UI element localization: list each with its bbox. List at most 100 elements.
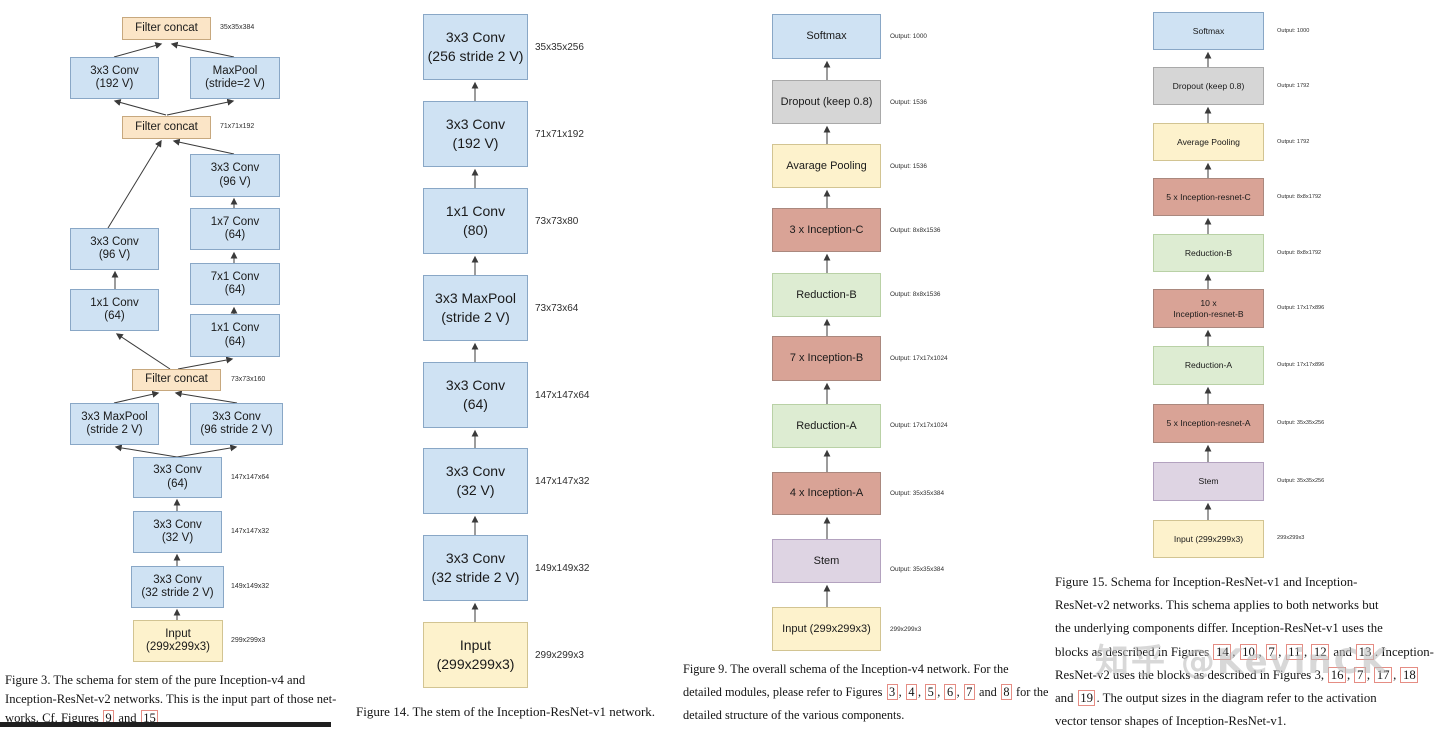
figure-ref-link[interactable]: 9 bbox=[102, 710, 115, 727]
figure-ref-link[interactable]: 4 bbox=[905, 684, 917, 700]
caption-line: blocks as described in Figures 14, 10, 7… bbox=[1055, 641, 1437, 664]
fig9-output-label: Output: 1536 bbox=[890, 99, 927, 106]
fig3-size-label: 147x147x32 bbox=[231, 528, 270, 535]
caption-text: for the bbox=[1012, 685, 1049, 699]
fig15-output-label: Output: 1792 bbox=[1277, 83, 1310, 89]
fig9-inception-c: 3 x Inception-C bbox=[772, 208, 881, 252]
fig9-dropout: Dropout (keep 0.8) bbox=[772, 80, 881, 124]
figure15-caption: Figure 15. Schema for Inception-ResNet-v… bbox=[1055, 571, 1437, 729]
figure-ref-link[interactable]: 5 bbox=[925, 684, 937, 700]
caption-line: vector tensor shapes of Inception-ResNet… bbox=[1055, 710, 1437, 729]
fig14-size-label: 35x35x256 bbox=[535, 42, 584, 53]
fig14-conv-32-stride2: 3x3 Conv (32 stride 2 V) bbox=[423, 535, 528, 601]
fig3-input: Input (299x299x3) bbox=[133, 620, 223, 662]
fig3-maxpool-stride2: MaxPool (stride=2 V) bbox=[190, 57, 280, 99]
figure-ref-link[interactable]: 16 bbox=[1328, 666, 1347, 683]
figure-ref-link[interactable]: 3 bbox=[886, 684, 898, 700]
caption-text: . The output sizes in the diagram refer … bbox=[1096, 691, 1377, 706]
caption-text: detailed structure of the various compon… bbox=[683, 708, 905, 722]
fig15-reduction-a: Reduction-A bbox=[1153, 346, 1264, 385]
figure-ref-link[interactable]: 7 bbox=[1354, 666, 1366, 683]
figure-ref-link[interactable]: 14 bbox=[1213, 643, 1232, 660]
caption-text: the underlying components differ. Incept… bbox=[1055, 621, 1383, 636]
fig15-input: Input (299x299x3) bbox=[1153, 520, 1264, 558]
figure-ref-link[interactable]: 19 bbox=[1077, 690, 1096, 707]
fig15-output-label: Output: 17x17x896 bbox=[1277, 362, 1325, 368]
caption-text: Figure 15. Schema for Inception-ResNet-v… bbox=[1055, 575, 1358, 589]
fig15-reduction-b: Reduction-B bbox=[1153, 234, 1264, 272]
fig3-conv-7x1: 7x1 Conv (64) bbox=[190, 263, 280, 305]
caption-text: Inception-ResNet-v2 networks. This is th… bbox=[5, 692, 337, 707]
fig9-output-label: Output: 8x8x1536 bbox=[890, 291, 941, 298]
caption-line: ResNet-v2 networks. This schema applies … bbox=[1055, 594, 1437, 617]
caption-text: and bbox=[115, 711, 140, 726]
fig9-input: Input (299x299x3) bbox=[772, 607, 881, 651]
fig3-conv-32v: 3x3 Conv (32 V) bbox=[133, 511, 222, 553]
fig15-output-label: Output: 17x17x896 bbox=[1277, 305, 1325, 311]
fig9-reduction-b: Reduction-B bbox=[772, 273, 881, 317]
fig15-softmax: Softmax bbox=[1153, 12, 1264, 50]
caption-text: Figure 14. The stem of the Inception-Res… bbox=[356, 704, 656, 719]
fig9-output-label: Output: 1000 bbox=[890, 33, 927, 40]
fig3-conv-64: 3x3 Conv (64) bbox=[133, 457, 222, 498]
figure-ref-link[interactable]: 8 bbox=[1000, 684, 1012, 700]
caption-text: works. Cf. Figures bbox=[5, 711, 102, 726]
fig9-output-label: Output: 17x17x1024 bbox=[890, 355, 948, 362]
fig3-filter-concat-mid: Filter concat bbox=[122, 116, 211, 139]
fig14-conv-192v: 3x3 Conv (192 V) bbox=[423, 101, 528, 167]
fig9-output-label: Output: 8x8x1536 bbox=[890, 227, 941, 234]
fig3-conv-1x1-left: 1x1 Conv (64) bbox=[70, 289, 159, 331]
figure-ref-link[interactable]: 7 bbox=[1265, 643, 1278, 660]
caption-line: ResNet-v2 uses the blocks as described i… bbox=[1055, 664, 1437, 687]
caption-text: ResNet-v2 networks. This schema applies … bbox=[1055, 598, 1379, 613]
fig15-output-label: Output: 1792 bbox=[1277, 139, 1310, 145]
fig15-output-label: Output: 35x35x256 bbox=[1277, 420, 1325, 426]
fig14-size-label: 73x73x80 bbox=[535, 216, 579, 227]
fig3-size-label: 73x73x160 bbox=[231, 376, 266, 383]
fig3-size-label: 71x71x192 bbox=[220, 123, 255, 130]
fig9-output-label: 299x299x3 bbox=[890, 626, 922, 633]
fig3-conv-1x7: 1x7 Conv (64) bbox=[190, 208, 280, 250]
figure-ref-link[interactable]: 17 bbox=[1374, 666, 1393, 683]
fig14-size-label: 71x71x192 bbox=[535, 129, 584, 140]
caption-text: , bbox=[1232, 644, 1239, 659]
caption-line: detailed structure of the various compon… bbox=[683, 704, 1055, 727]
caption-line: Figure 9. The overall schema of the Ince… bbox=[683, 658, 1055, 681]
fig15-output-label: Output: 8x8x1792 bbox=[1277, 250, 1322, 256]
caption-text: vector tensor shapes of Inception-ResNet… bbox=[1055, 714, 1287, 729]
fig14-maxpool: 3x3 MaxPool (stride 2 V) bbox=[423, 275, 528, 341]
fig9-avg-pooling: Avarage Pooling bbox=[772, 144, 881, 188]
figure-ref-link[interactable]: 7 bbox=[963, 684, 975, 700]
caption-line: works. Cf. Figures 9 and 15 bbox=[5, 709, 357, 728]
fig3-conv-32-stride2: 3x3 Conv (32 stride 2 V) bbox=[131, 566, 224, 608]
fig3-maxpool-3x3: 3x3 MaxPool (stride 2 V) bbox=[70, 403, 159, 445]
caption-text: , bbox=[956, 685, 963, 699]
fig14-size-label: 147x147x32 bbox=[535, 476, 590, 487]
figure-ref-link[interactable]: 15 bbox=[140, 710, 159, 727]
fig15-output-label: Output: 35x35x256 bbox=[1277, 478, 1325, 484]
figure-ref-link[interactable]: 18 bbox=[1400, 666, 1419, 683]
caption-text: , bbox=[937, 685, 944, 699]
fig3-size-label: 149x149x32 bbox=[231, 583, 270, 590]
figure-ref-link[interactable]: 6 bbox=[944, 684, 956, 700]
caption-line: and 19. The output sizes in the diagram … bbox=[1055, 687, 1437, 710]
caption-text: , bbox=[1347, 667, 1354, 682]
figure-ref-link[interactable]: 13 bbox=[1356, 643, 1374, 660]
fig3-conv-96-stride2: 3x3 Conv (96 stride 2 V) bbox=[190, 403, 283, 445]
caption-text: detailed modules, please refer to Figure… bbox=[683, 685, 886, 699]
fig9-output-label: Output: 1536 bbox=[890, 163, 927, 170]
fig15-stem: Stem bbox=[1153, 462, 1264, 501]
caption-line: Figure 3. The schema for stem of the pur… bbox=[5, 671, 357, 690]
fig3-size-label: 299x299x3 bbox=[231, 637, 266, 644]
caption-text: and bbox=[975, 685, 1000, 699]
figure-ref-link[interactable]: 12 bbox=[1311, 643, 1330, 660]
fig9-stem: Stem bbox=[772, 539, 881, 583]
caption-text: Figure 9. The overall schema of the Ince… bbox=[683, 662, 1009, 676]
caption-line: Figure 15. Schema for Inception-ResNet-v… bbox=[1055, 571, 1437, 594]
figure3-caption: Figure 3. The schema for stem of the pur… bbox=[5, 671, 357, 729]
figure-ref-link[interactable]: 10 bbox=[1239, 643, 1258, 660]
fig9-inception-b: 7 x Inception-B bbox=[772, 336, 881, 381]
figure-ref-link[interactable]: 11 bbox=[1285, 643, 1303, 660]
fig15-output-label: Output: 1000 bbox=[1277, 28, 1310, 34]
